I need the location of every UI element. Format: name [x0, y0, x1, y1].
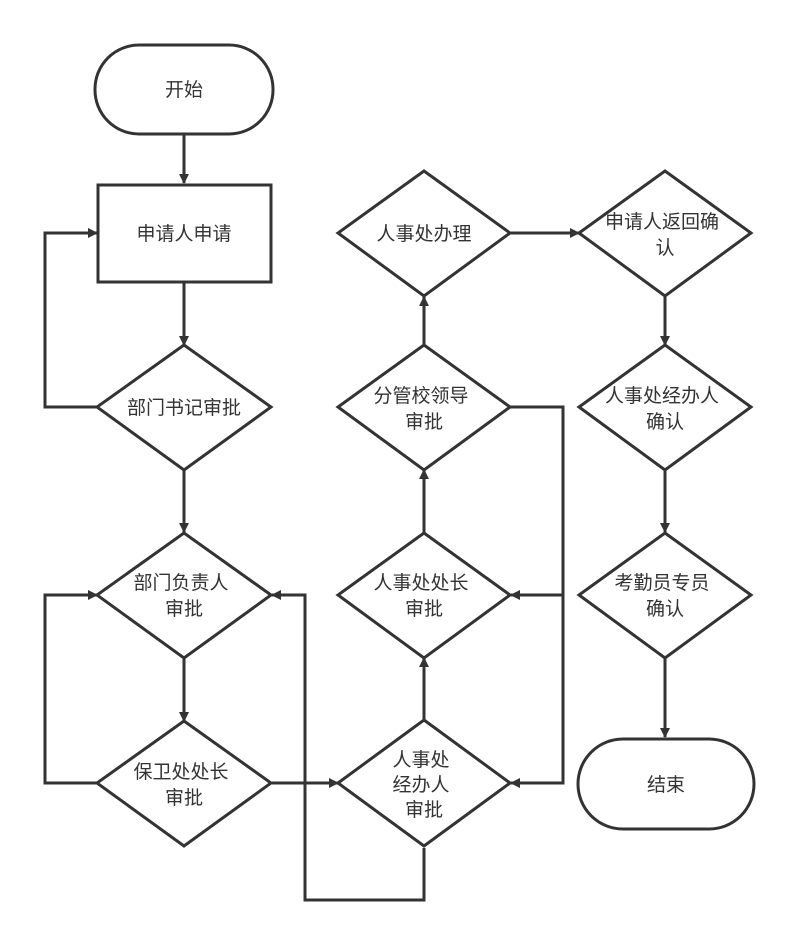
node-hr-officer-approve-line-2: 经办人 — [392, 774, 449, 796]
node-hr-officer-confirm-line-2: 确认 — [646, 411, 684, 433]
nodes: 开始 申请人申请 部门书记审批 部门负责人 审批 保卫处处长 审批 — [93, 43, 756, 848]
node-dept-secretary-label: 部门书记审批 — [127, 397, 241, 419]
node-vice-leader-line-1: 分管校领导 — [373, 385, 468, 407]
node-apply-label: 申请人申请 — [136, 223, 231, 245]
node-dept-head-line-2: 审批 — [165, 598, 203, 620]
node-dept-head-label: 部门负责人 审批 — [133, 572, 234, 620]
node-applicant-confirm-line-1: 申请人返回确 — [605, 211, 719, 233]
edges — [43, 134, 670, 902]
node-hr-director: 人事处处长 审批 — [335, 531, 513, 660]
node-hr-director-label: 人事处处长 审批 — [373, 572, 474, 620]
node-hr-process-label: 人事处办理 — [376, 223, 471, 245]
node-vice-leader: 分管校领导 审批 — [335, 343, 513, 472]
node-end: 结束 — [576, 737, 756, 831]
edge-hr-officer-reject — [271, 590, 426, 902]
edge-security-head-reject — [43, 590, 98, 785]
node-apply: 申请人申请 — [96, 183, 273, 284]
node-attendance-confirm: 考勤员专员 确认 — [576, 531, 754, 660]
node-hr-officer-confirm-label: 人事处经办人 确认 — [605, 385, 725, 433]
node-hr-director-line-1: 人事处处长 — [373, 572, 468, 594]
node-dept-secretary: 部门书记审批 — [94, 343, 274, 472]
node-end-label: 结束 — [647, 774, 685, 796]
node-start-label: 开始 — [165, 79, 203, 101]
node-security-head: 保卫处处长 审批 — [94, 719, 274, 848]
node-hr-officer-approve-line-3: 审批 — [405, 799, 443, 821]
node-applicant-confirm: 申请人返回确 认 — [576, 169, 754, 298]
node-dept-head-line-1: 部门负责人 — [133, 572, 228, 594]
node-dept-head: 部门负责人 审批 — [94, 531, 274, 660]
node-security-head-line-1: 保卫处处长 — [133, 761, 228, 783]
node-attendance-confirm-line-1: 考勤员专员 — [614, 572, 709, 594]
node-vice-leader-line-2: 审批 — [405, 411, 443, 433]
node-hr-officer-approve-label: 人事处 经办人 审批 — [392, 749, 455, 821]
node-hr-director-line-2: 审批 — [405, 598, 443, 620]
node-hr-officer-approve: 人事处 经办人 审批 — [335, 718, 513, 848]
node-attendance-confirm-line-2: 确认 — [646, 598, 684, 620]
node-security-head-line-2: 审批 — [165, 787, 203, 809]
node-attendance-confirm-label: 考勤员专员 确认 — [614, 572, 715, 620]
node-applicant-confirm-line-2: 认 — [655, 237, 674, 259]
node-vice-leader-label: 分管校领导 审批 — [373, 385, 474, 433]
node-start: 开始 — [93, 43, 275, 136]
node-security-head-label: 保卫处处长 审批 — [133, 761, 234, 809]
node-hr-process: 人事处办理 — [335, 169, 513, 298]
edge-dept-secretary-reject — [43, 228, 98, 409]
node-hr-officer-confirm: 人事处经办人 确认 — [576, 343, 754, 472]
node-applicant-confirm-label: 申请人返回确 认 — [605, 211, 725, 259]
node-hr-officer-approve-line-1: 人事处 — [392, 749, 449, 771]
node-hr-officer-confirm-line-1: 人事处经办人 — [605, 385, 719, 407]
